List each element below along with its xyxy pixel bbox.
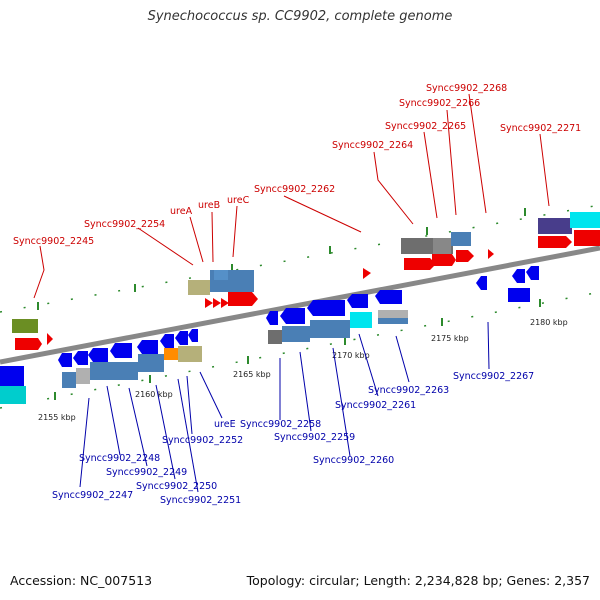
feature-block (508, 288, 530, 302)
feature-arrow (58, 353, 72, 367)
gene-label-syncc9902-2245: Syncc9902_2245 (13, 236, 94, 247)
feature-block (62, 372, 76, 388)
feature-block (12, 319, 38, 333)
feature-block (268, 330, 282, 344)
minus-leader-lines (79, 321, 490, 493)
feature-block (90, 362, 138, 380)
tick-label: 2175 kbp (431, 334, 469, 343)
gene-label-syncc9902-2263: Syncc9902_2263 (368, 385, 449, 396)
feature-arrow (404, 258, 436, 270)
gene-label-syncc9902-2261: Syncc9902_2261 (335, 400, 416, 411)
feature-block (310, 320, 350, 338)
tick-label: 2170 kbp (332, 351, 370, 360)
feature-arrow (307, 300, 345, 316)
feature-arrow (538, 236, 572, 248)
feature-arrow (363, 268, 371, 279)
feature-arrow (213, 298, 221, 308)
feature-arrow (476, 276, 487, 290)
plus-labels: Syncc9902_2245 Syncc9902_2254 ureA ureB … (13, 83, 581, 247)
feature-arrow (488, 249, 494, 259)
map-title: Synechococcus sp. CC9902, complete genom… (147, 9, 453, 24)
feature-block (282, 326, 310, 342)
feature-block (451, 232, 471, 246)
feature-arrow (88, 348, 108, 362)
feature-block (188, 280, 210, 295)
feature-block (433, 238, 451, 254)
tick-label: 2160 kbp (135, 390, 173, 399)
feature-arrow (137, 340, 158, 354)
minus-labels: Syncc9902_2247 Syncc9902_2248 Syncc9902_… (52, 371, 534, 506)
feature-arrow (432, 254, 456, 266)
gene-label-syncc9902-2271: Syncc9902_2271 (500, 123, 581, 134)
tick-label: 2155 kbp (38, 413, 76, 422)
feature-arrow (347, 294, 368, 308)
feature-arrow (266, 311, 278, 325)
feature-arrow (188, 329, 198, 342)
feature-arrow (512, 269, 525, 283)
minus-strand-features (0, 266, 539, 404)
feature-block (0, 386, 26, 404)
gene-label-syncc9902-2264: Syncc9902_2264 (332, 140, 413, 151)
feature-block (378, 318, 408, 324)
plus-strand-features (12, 212, 600, 350)
feature-arrow (205, 298, 213, 308)
genome-stats-text: Topology: circular; Length: 2,234,828 bp… (246, 573, 590, 588)
gene-label-syncc9902-2266: Syncc9902_2266 (399, 98, 480, 109)
feature-arrow (375, 290, 402, 304)
feature-arrow (73, 351, 88, 365)
gene-label-syncc9902-2252: Syncc9902_2252 (162, 435, 243, 446)
feature-block (350, 312, 372, 328)
gene-label-syncc9902-2251: Syncc9902_2251 (160, 495, 241, 506)
feature-arrow (175, 331, 188, 345)
genome-backbone (0, 245, 600, 365)
gene-label-uree: ureE (214, 419, 236, 430)
feature-arrow (15, 338, 42, 350)
feature-arrow (0, 366, 24, 386)
feature-block (574, 230, 600, 246)
feature-arrow (228, 292, 258, 306)
gene-label-syncc9902-2250: Syncc9902_2250 (136, 481, 217, 492)
gene-label-syncc9902-2249: Syncc9902_2249 (106, 467, 187, 478)
gene-label-syncc9902-2259: Syncc9902_2259 (274, 432, 355, 443)
gene-label-syncc9902-2254: Syncc9902_2254 (84, 219, 165, 230)
gene-label-syncc9902-2262: Syncc9902_2262 (254, 184, 335, 195)
accession-text: Accession: NC_007513 (10, 573, 153, 588)
gene-label-urec: ureC (227, 195, 250, 206)
gene-label-syncc9902-2247: Syncc9902_2247 (52, 490, 133, 501)
feature-arrow (221, 298, 229, 308)
gene-label-syncc9902-2267: Syncc9902_2267 (453, 371, 534, 382)
gene-label-syncc9902-2258: Syncc9902_2258 (240, 419, 321, 430)
feature-block (76, 368, 90, 384)
gene-label-syncc9902-2248: Syncc9902_2248 (79, 453, 160, 464)
feature-arrow (47, 333, 53, 345)
feature-arrow (160, 334, 174, 348)
feature-arrow (526, 266, 539, 280)
feature-block (538, 218, 572, 234)
tick-label: 2165 kbp (233, 370, 271, 379)
feature-block (378, 310, 408, 318)
feature-arrow (110, 343, 132, 358)
plus-leader-lines (33, 93, 550, 299)
feature-block (164, 348, 178, 360)
gene-label-syncc9902-2260: Syncc9902_2260 (313, 455, 394, 466)
feature-block (138, 354, 164, 372)
gene-label-ureb: ureB (198, 200, 220, 211)
feature-arrow (456, 250, 474, 262)
gene-label-syncc9902-2268: Syncc9902_2268 (426, 83, 507, 94)
gene-label-syncc9902-2265: Syncc9902_2265 (385, 121, 466, 132)
feature-arrow (280, 308, 305, 324)
tick-label: 2180 kbp (530, 318, 568, 327)
feature-block (178, 346, 202, 362)
gene-label-urea: ureA (170, 206, 193, 217)
feature-block (570, 212, 600, 228)
feature-block (214, 270, 228, 280)
